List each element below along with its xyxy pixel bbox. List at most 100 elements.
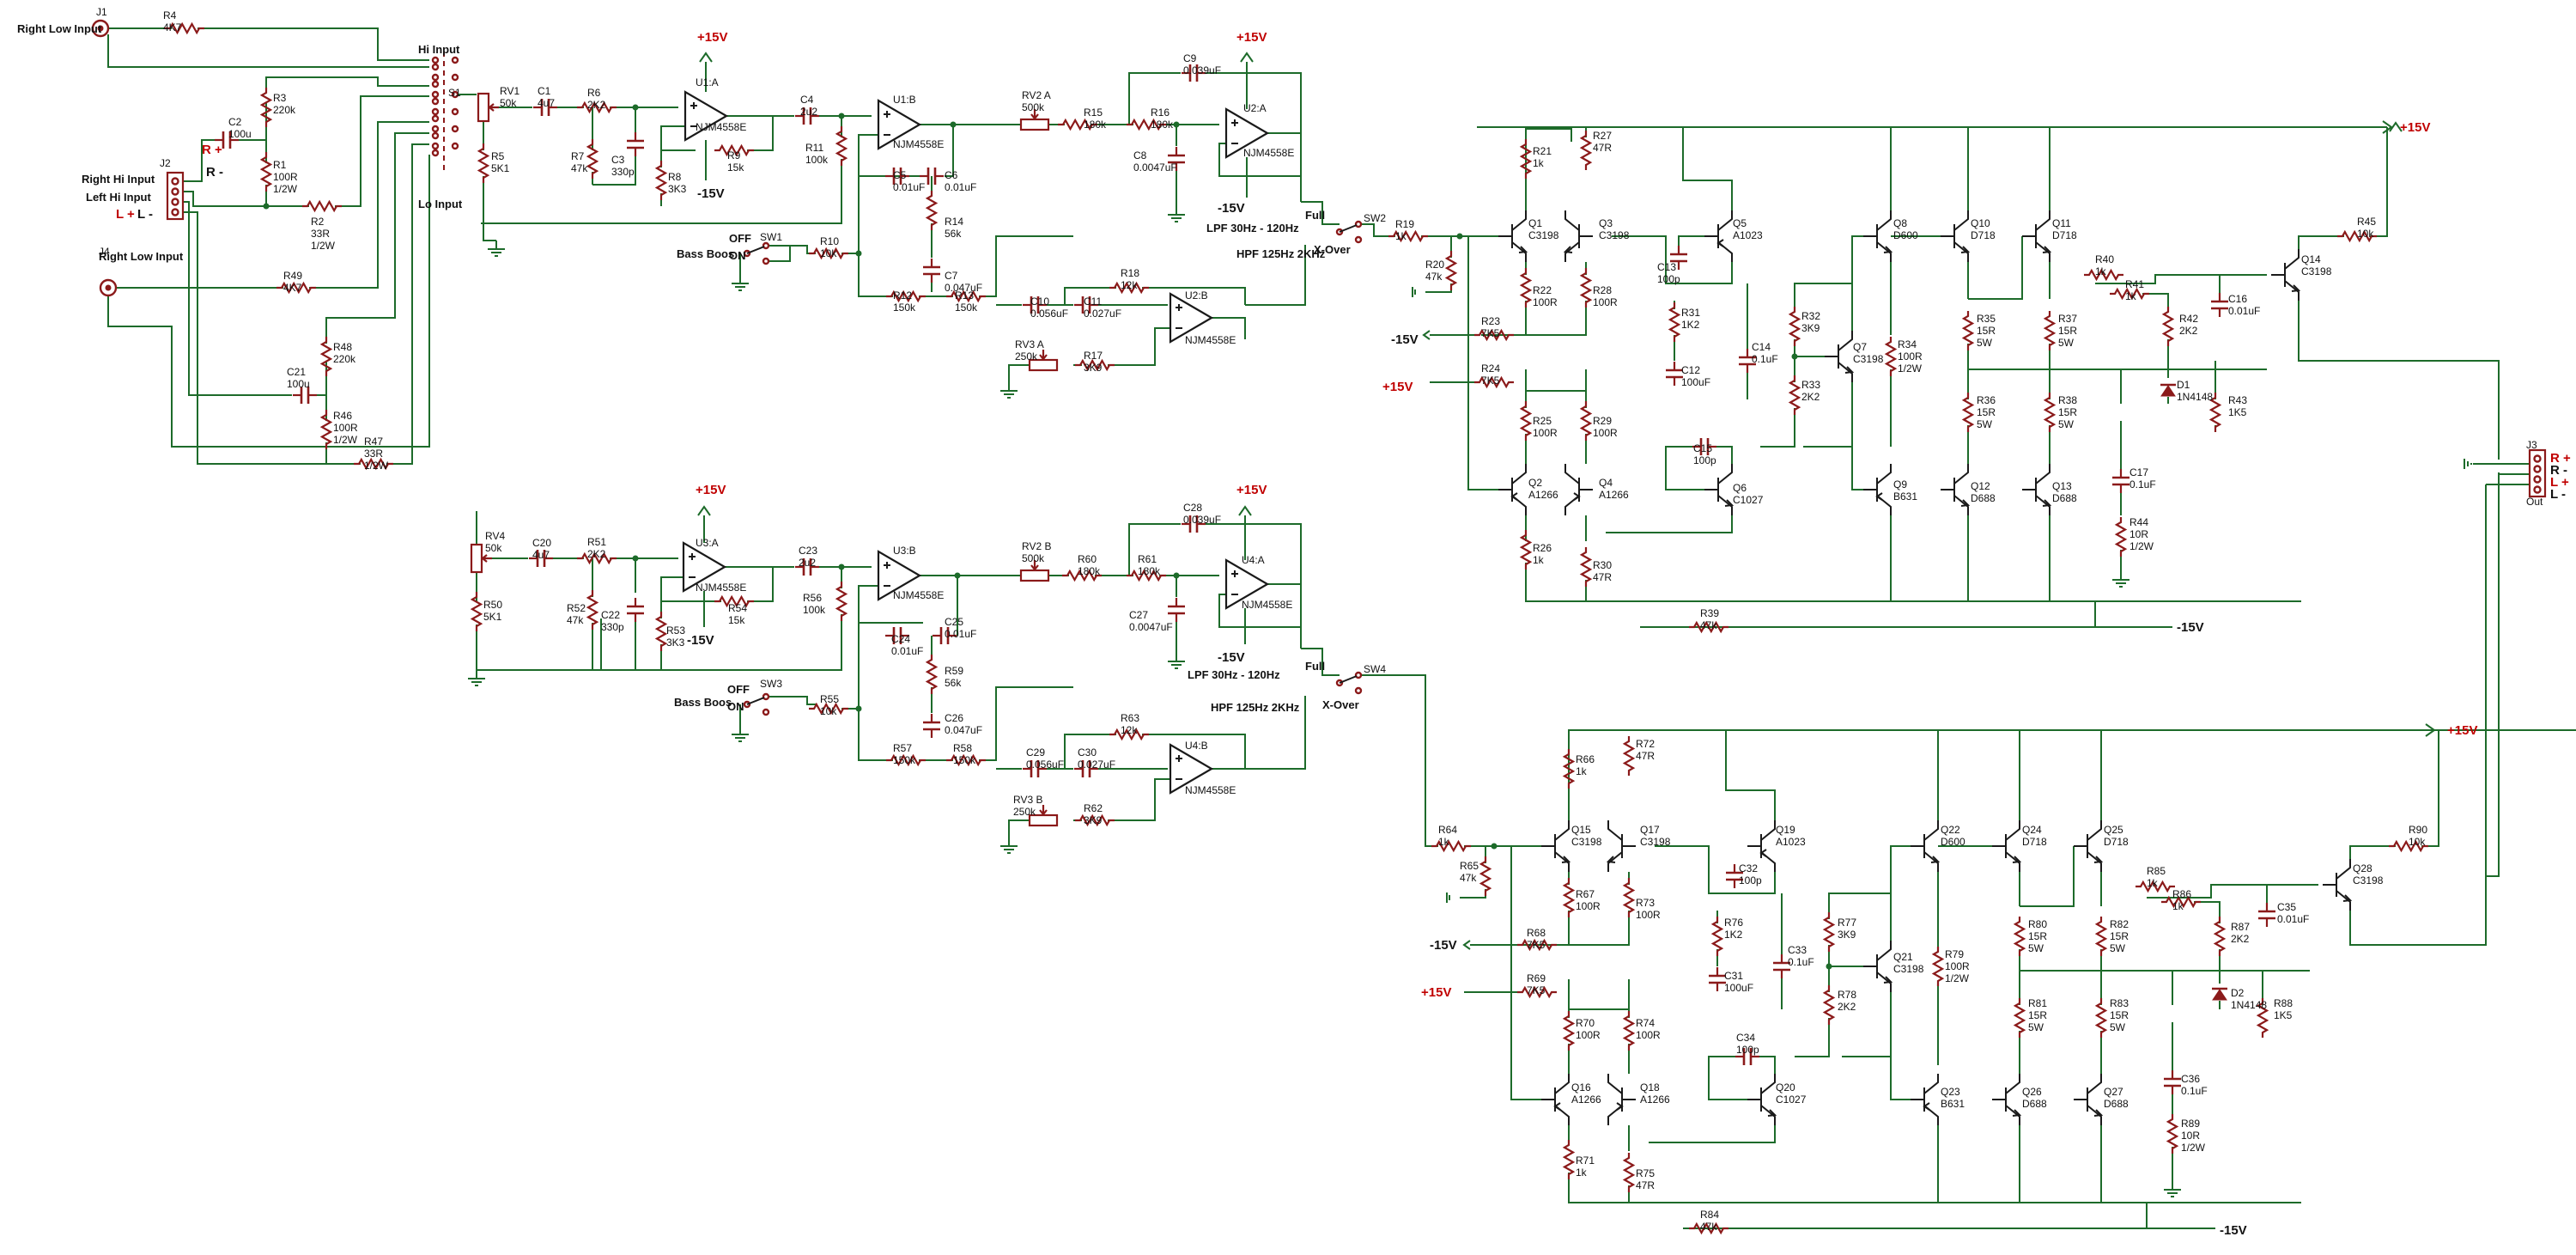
switch-ref: SW3 (760, 678, 782, 690)
opamp-part: NJM4558E (893, 589, 944, 601)
resistor-r66 (1562, 749, 1576, 789)
capacitor-c7 (923, 259, 940, 283)
resistor-value: 56k (945, 677, 962, 689)
resistor-ref: R40 (2095, 253, 2114, 265)
capacitor-ref: C4 (800, 94, 814, 106)
resistor-value: 15R (2110, 1009, 2129, 1021)
wire (766, 696, 816, 705)
resistor-ref: R54 (728, 602, 747, 614)
resistor-r53 (654, 612, 668, 651)
resistor-value: 15R (1977, 406, 1996, 418)
j4-label: Right Low Input (99, 250, 184, 263)
wire (2391, 484, 2487, 946)
s1-ref: S1 (448, 87, 461, 99)
transistor-ref: Q5 (1733, 217, 1747, 229)
resistor-ref: R59 (945, 665, 963, 677)
resistor-ref: R24 (1481, 362, 1500, 375)
capacitor-c17 (2112, 469, 2129, 493)
resistor-ref: R36 (1977, 394, 1996, 406)
resistor-r81 (2013, 998, 2026, 1038)
pot-value: 250k (1015, 350, 1038, 362)
capacitor-ref: C25 (945, 616, 963, 628)
wire (1358, 223, 1395, 237)
opamp-u3-a (682, 541, 727, 593)
wire (1206, 72, 1302, 133)
resistor-r1 (259, 152, 273, 192)
j4-ref: J4 (99, 246, 110, 258)
j2-left-label: Left Hi Input (86, 191, 151, 204)
transistor-q5 (1704, 210, 1733, 262)
resistor-ref: R48 (333, 341, 352, 353)
capacitor-ref: C20 (532, 537, 551, 549)
wire (2298, 301, 2500, 460)
resistor-value: 47k (1425, 271, 1443, 283)
resistor-r15 (1058, 118, 1097, 131)
wire (1649, 1125, 1776, 1143)
resistor-power: 1/2W (333, 434, 358, 446)
resistor-r75 (1622, 1153, 1636, 1192)
resistor-ref: R51 (587, 536, 606, 548)
resistor-ref: R60 (1078, 553, 1097, 565)
j1-jack[interactable] (91, 19, 110, 38)
resistor-ref: R26 (1533, 542, 1552, 554)
resistor-value: 100R (333, 422, 358, 434)
capacitor-value: 0.01uF (893, 181, 925, 193)
switch-sw3[interactable] (743, 692, 770, 716)
resistor-ref: R17 (1084, 350, 1103, 362)
resistor-value: 150k (893, 302, 916, 314)
resistor-r32 (1788, 307, 1801, 346)
resistor-value: 7K5 (1481, 375, 1500, 387)
resistor-value: 1k (1576, 765, 1588, 777)
resistor-value: 1K2 (1724, 929, 1743, 941)
resistor-power: 1/2W (1945, 972, 1970, 984)
s1-selector-switch[interactable] (431, 52, 459, 172)
wire (1968, 236, 2023, 300)
resistor-r73 (1622, 878, 1636, 917)
resistor-power: 1/2W (2129, 540, 2154, 552)
opamp-part: NJM4558E (1243, 147, 1294, 159)
resistor-r86 (2161, 895, 2201, 909)
resistor-ref: R7 (571, 150, 585, 162)
junction-dot (950, 121, 957, 128)
resistor-ref: R30 (1593, 559, 1612, 571)
resistor-ref: R72 (1636, 738, 1655, 750)
resistor-value: 2K2 (587, 548, 606, 560)
switch-sw4[interactable] (1335, 671, 1363, 695)
resistor-r35 (1961, 311, 1975, 350)
wire (197, 27, 429, 61)
resistor-value: 12k (1121, 279, 1138, 291)
resistor-ref: R19 (1395, 218, 1414, 230)
pot-ref: RV2 A (1022, 89, 1051, 101)
resistor-ref: R13 (955, 289, 974, 302)
capacitor-ref: C11 (1084, 295, 1102, 308)
resistor-value: 220k (273, 104, 296, 116)
wire (1606, 515, 1733, 533)
capacitor-value: 100p (1657, 273, 1680, 285)
resistor-r18 (1109, 281, 1149, 295)
capacitor-ref: C22 (601, 609, 620, 621)
transistor-part: A1266 (1571, 1094, 1601, 1106)
stage2-neg-rail: -15V (1430, 938, 1457, 953)
switch-sw2[interactable] (1335, 220, 1363, 244)
transistor-q12 (1941, 464, 1971, 515)
capacitor-value: 0.027uF (1084, 308, 1121, 320)
switch-sw1[interactable] (743, 241, 770, 265)
resistor-r69 (1517, 985, 1557, 999)
resistor-value: 15k (727, 161, 744, 174)
resistor-value: 3K9 (1084, 362, 1103, 374)
transistor-q23 (1911, 1074, 1939, 1125)
opamp-part: NJM4558E (696, 582, 746, 594)
resistor-value: 2K2 (2231, 933, 2250, 945)
sw2-lpf-label: LPF 30Hz - 120Hz (1206, 222, 1299, 235)
stage2-bottom-neg-rail: -15V (2220, 1223, 2247, 1238)
resistor-value: 7K5 (1527, 984, 1546, 996)
resistor-ref: R62 (1084, 802, 1103, 814)
potentiometer-rv2-b (1019, 560, 1050, 582)
resistor-value: 1k (1395, 230, 1407, 242)
resistor-value: 5K1 (491, 162, 510, 174)
j4-jack[interactable] (99, 278, 118, 297)
resistor-r45 (2337, 229, 2377, 243)
capacitor-value: 330p (601, 621, 624, 633)
resistor-r74 (1622, 1011, 1636, 1051)
transistor-part: C3198 (1528, 229, 1559, 241)
